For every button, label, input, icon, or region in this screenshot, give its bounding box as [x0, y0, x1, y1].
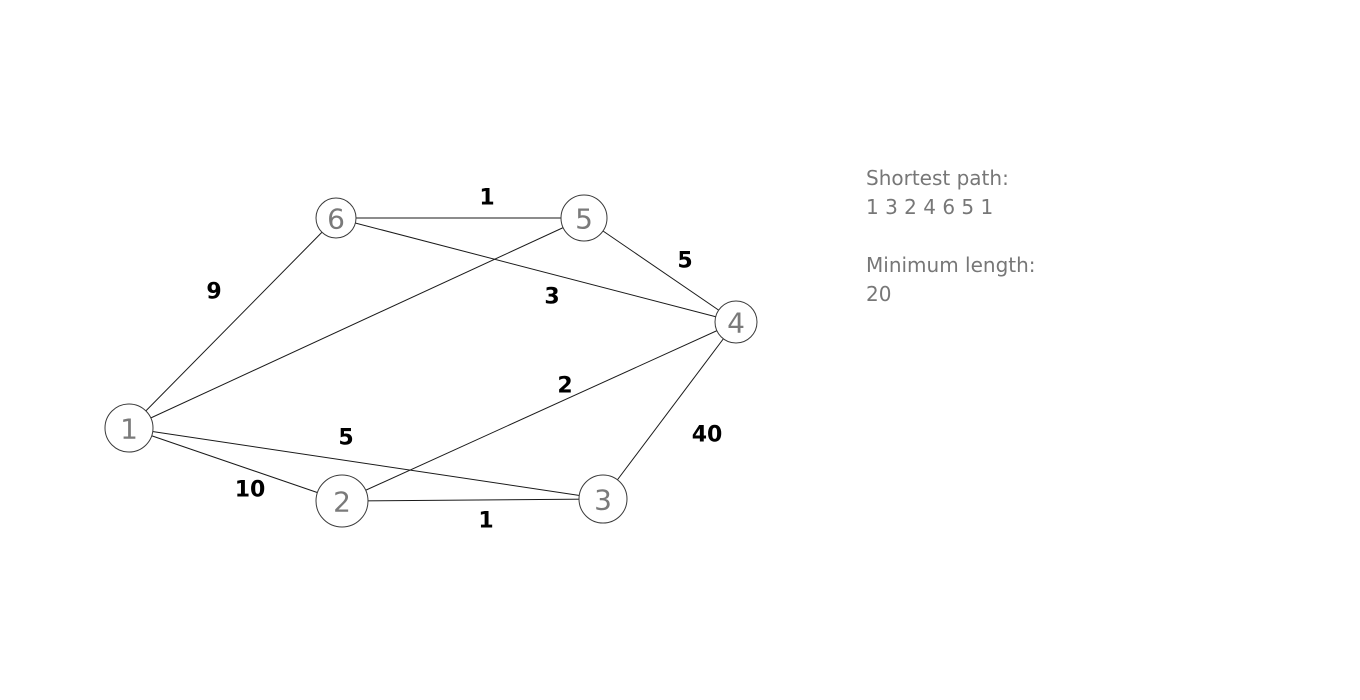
edge-weight-6-4: 3: [544, 285, 559, 310]
shortest-path-heading: Shortest path:: [866, 166, 1009, 190]
edge-weight-5-4: 5: [677, 249, 692, 274]
node-label-1: 1: [120, 413, 138, 446]
node-circle-2: [315, 474, 369, 528]
edge-2-3: [341, 498, 604, 502]
edge-weight-3-4: 40: [692, 423, 723, 448]
node-label-6: 6: [327, 203, 345, 236]
graph-diagram: 1 3 5 9 2 5 40 10 1 1 2 3 4 5 6: [104, 186, 758, 534]
spacer: [866, 222, 1036, 251]
edge-weight-2-4: 2: [557, 374, 572, 399]
node-5: 5: [560, 194, 608, 242]
edge-weight-2-3: 1: [478, 509, 493, 534]
node-circle-6: [315, 197, 357, 239]
edge-1-3: [128, 427, 604, 500]
node-circle-3: [578, 474, 628, 524]
node-3: 3: [578, 474, 628, 524]
shortest-path-value: 1 3 2 4 6 5 1: [866, 195, 994, 219]
node-6: 6: [315, 197, 357, 239]
edge-weight-1-6: 9: [206, 280, 221, 305]
edge-1-2: [128, 427, 343, 502]
edge-1-6: [128, 217, 337, 429]
minimum-length-heading: Minimum length:: [866, 253, 1036, 277]
node-circle-4: [714, 300, 758, 344]
node-circle-5: [560, 194, 608, 242]
edge-1-5: [128, 217, 585, 429]
node-label-3: 3: [594, 484, 612, 517]
edge-weight-1-3: 5: [338, 426, 353, 451]
node-2: 2: [315, 474, 369, 528]
edge-6-4: [335, 217, 737, 323]
node-label-4: 4: [727, 307, 745, 340]
edge-5-4: [583, 217, 737, 323]
node-1: 1: [104, 403, 154, 453]
result-panel: Shortest path: 1 3 2 4 6 5 1 Minimum len…: [866, 164, 1036, 309]
edge-2-4: [341, 321, 737, 502]
node-label-2: 2: [333, 486, 351, 519]
node-4: 4: [714, 300, 758, 344]
node-label-5: 5: [575, 203, 593, 236]
minimum-length-value: 20: [866, 282, 892, 306]
node-circle-1: [104, 403, 154, 453]
edge-weight-6-5: 1: [479, 186, 494, 211]
edge-3-4: [602, 321, 737, 500]
edge-weight-1-2: 10: [235, 478, 266, 503]
